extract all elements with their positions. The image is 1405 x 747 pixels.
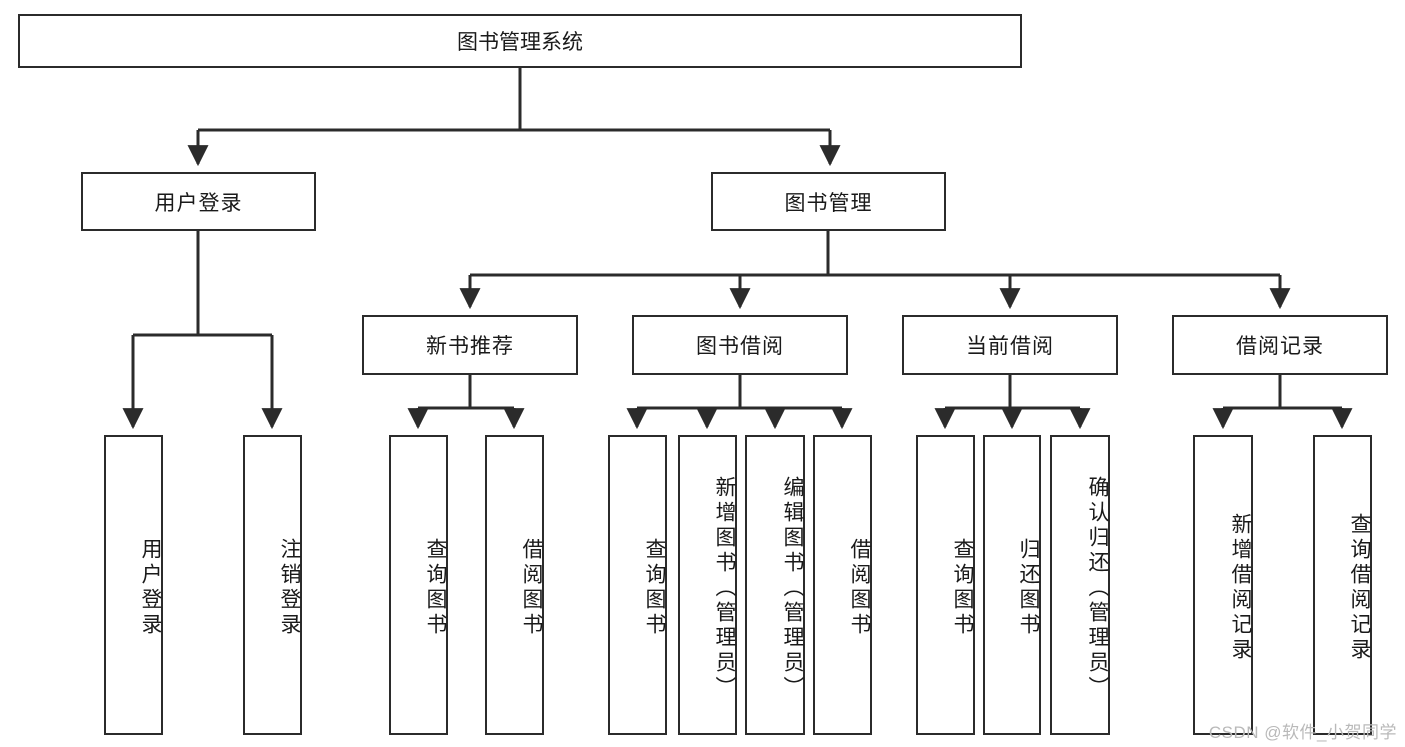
node-leaf-query-book-1[interactable]: 查询图书 bbox=[389, 435, 448, 735]
node-leaf-borrow-book-1[interactable]: 借阅图书 bbox=[485, 435, 544, 735]
node-leaf-query-book-1-label: 查询图书 bbox=[424, 538, 447, 638]
node-leaf-borrow-book-1-label: 借阅图书 bbox=[520, 538, 543, 638]
node-leaf-user-login-label: 用户登录 bbox=[139, 538, 162, 638]
node-leaf-add-record[interactable]: 新增借阅记录 bbox=[1193, 435, 1253, 735]
node-book-borrow-label: 图书借阅 bbox=[696, 335, 784, 358]
node-leaf-logout[interactable]: 注销登录 bbox=[243, 435, 302, 735]
node-book-borrow[interactable]: 图书借阅 bbox=[632, 315, 848, 375]
node-leaf-edit-book[interactable]: 编辑图书（管理员） bbox=[745, 435, 805, 735]
watermark: CSDN @软件_小贺同学 bbox=[1208, 723, 1397, 742]
node-book-manage[interactable]: 图书管理 bbox=[711, 172, 946, 231]
node-leaf-query-record-label: 查询借阅记录 bbox=[1348, 513, 1371, 663]
node-leaf-edit-book-label: 编辑图书（管理员） bbox=[781, 475, 804, 701]
node-leaf-user-login[interactable]: 用户登录 bbox=[104, 435, 163, 735]
node-current-borrow[interactable]: 当前借阅 bbox=[902, 315, 1118, 375]
node-leaf-query-book-3[interactable]: 查询图书 bbox=[916, 435, 975, 735]
node-book-manage-label: 图书管理 bbox=[784, 191, 873, 215]
node-leaf-borrow-book-2-label: 借阅图书 bbox=[848, 538, 871, 638]
node-borrow-record[interactable]: 借阅记录 bbox=[1172, 315, 1388, 375]
node-borrow-record-label: 借阅记录 bbox=[1236, 335, 1324, 358]
node-leaf-add-book-label: 新增图书（管理员） bbox=[713, 475, 736, 701]
node-leaf-query-record[interactable]: 查询借阅记录 bbox=[1313, 435, 1372, 735]
node-root[interactable]: 图书管理系统 bbox=[18, 14, 1022, 68]
node-leaf-confirm-return[interactable]: 确认归还（管理员） bbox=[1050, 435, 1110, 735]
node-leaf-logout-label: 注销登录 bbox=[278, 538, 301, 638]
node-leaf-add-record-label: 新增借阅记录 bbox=[1229, 513, 1252, 663]
node-new-book-rec-label: 新书推荐 bbox=[426, 335, 514, 358]
node-user-login-label: 用户登录 bbox=[154, 191, 243, 215]
node-leaf-query-book-2[interactable]: 查询图书 bbox=[608, 435, 667, 735]
node-leaf-return-book[interactable]: 归还图书 bbox=[983, 435, 1041, 735]
node-current-borrow-label: 当前借阅 bbox=[966, 335, 1054, 358]
node-leaf-confirm-return-label: 确认归还（管理员） bbox=[1086, 475, 1109, 701]
node-root-label: 图书管理系统 bbox=[457, 31, 583, 54]
node-leaf-add-book[interactable]: 新增图书（管理员） bbox=[678, 435, 737, 735]
node-new-book-rec[interactable]: 新书推荐 bbox=[362, 315, 578, 375]
node-leaf-borrow-book-2[interactable]: 借阅图书 bbox=[813, 435, 872, 735]
node-leaf-query-book-3-label: 查询图书 bbox=[951, 538, 974, 638]
node-user-login[interactable]: 用户登录 bbox=[81, 172, 316, 231]
node-leaf-return-book-label: 归还图书 bbox=[1017, 538, 1040, 638]
node-leaf-query-book-2-label: 查询图书 bbox=[643, 538, 666, 638]
